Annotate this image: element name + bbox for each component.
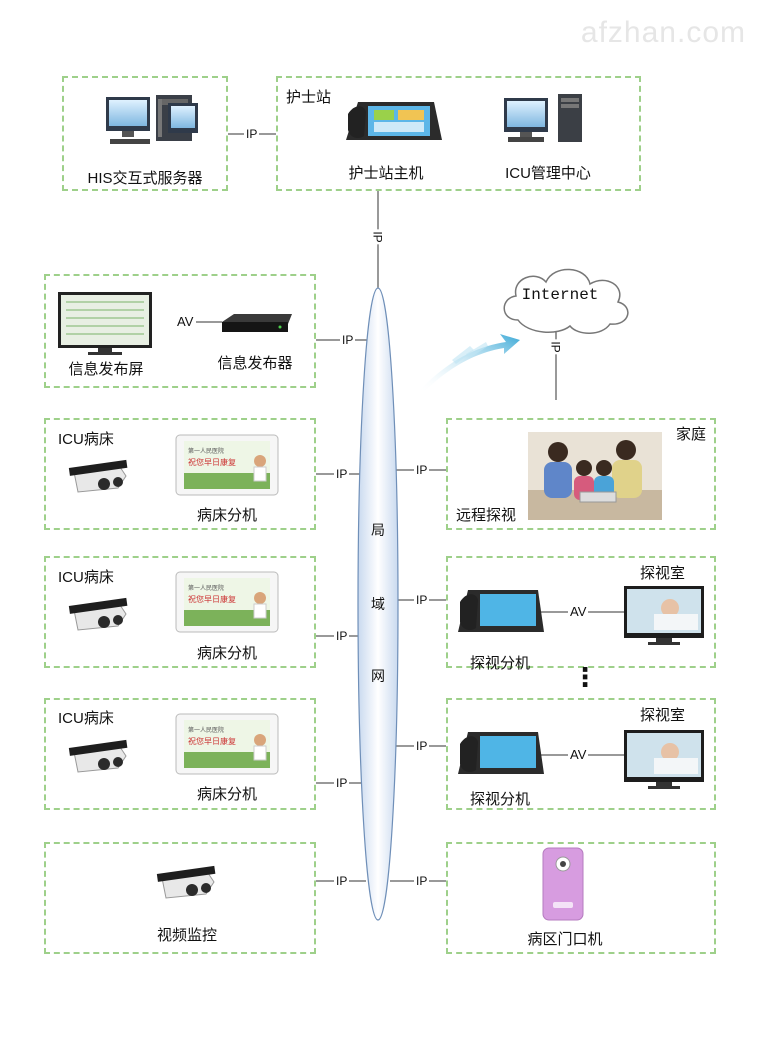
- ip-label: IP: [414, 739, 430, 753]
- bedside-terminal-icon: 第一人民医院 祝您早日康复: [175, 713, 279, 775]
- icu-bed-group-3: [44, 698, 316, 810]
- av-label: AV: [568, 747, 589, 762]
- video-monitor-label: 视频监控: [156, 927, 218, 944]
- his-server-label: HIS交互式服务器: [87, 170, 203, 187]
- bed-screen-wish: 祝您早日康复: [188, 457, 236, 467]
- touch-phone-icon: [346, 102, 442, 140]
- ip-label: IP: [334, 629, 350, 643]
- info-publisher-label: 信息发布器: [217, 355, 293, 372]
- bullet-camera-icon: [156, 865, 216, 899]
- icu-bed-2-label: ICU病床: [58, 569, 114, 586]
- icu-bed-group-1: [44, 418, 316, 530]
- lan-char-2: 域: [371, 596, 385, 612]
- internet-label: Internet: [521, 286, 599, 304]
- bed-screen-hospital: 第一人民医院: [188, 726, 224, 734]
- lan-char-1: 局: [371, 522, 385, 538]
- lan-char-3: 网: [371, 668, 385, 684]
- remote-visit-label: 远程探视: [456, 507, 517, 524]
- ip-label: IP: [244, 127, 260, 141]
- ward-door-group: [446, 842, 716, 954]
- ip-label: IP: [370, 229, 385, 245]
- his-server-group: [62, 76, 228, 191]
- visit-unit-2-label: 探视分机: [469, 791, 531, 808]
- icu-bed-group-2: [44, 556, 316, 668]
- monitor-icon: [624, 586, 704, 645]
- nurse-station-label: 护士站: [286, 89, 332, 106]
- door-phone-icon: [542, 847, 584, 921]
- more-ellipsis: ⋮: [572, 662, 598, 692]
- icu-bed-1-label: ICU病床: [58, 431, 114, 448]
- bedside-terminal-icon: 第一人民医院 祝您早日康复: [175, 571, 279, 633]
- bed-screen-hospital: 第一人民医院: [188, 584, 224, 592]
- visit-room-1-label: 探视室: [640, 565, 686, 582]
- ip-label: IP: [414, 593, 430, 607]
- video-monitor-group: [44, 842, 316, 954]
- ip-label: IP: [414, 874, 430, 888]
- av-label: AV: [568, 604, 589, 619]
- nurse-station-group: [276, 76, 641, 191]
- ward-door-label: 病区门口机: [527, 931, 603, 948]
- family-photo-icon: [528, 432, 662, 520]
- info-publish-group: [44, 274, 316, 388]
- icu-bed-3-label: ICU病床: [58, 710, 114, 727]
- ip-label: IP: [334, 874, 350, 888]
- bed-unit-1-label: 病床分机: [196, 507, 258, 524]
- nurse-host-label: 护士站主机: [348, 165, 424, 182]
- lan-backbone: [357, 287, 399, 921]
- arrow-icon: [418, 334, 520, 392]
- cloud-icon: [503, 268, 629, 334]
- arrow-stripes: [452, 342, 488, 364]
- info-screen-label: 信息发布屏: [68, 361, 144, 378]
- ip-label: IP: [340, 333, 356, 347]
- touch-phone-icon: [458, 732, 544, 774]
- ip-label: IP: [414, 463, 430, 477]
- bullet-camera-icon: [68, 597, 128, 631]
- bed-screen-wish: 祝您早日康复: [188, 594, 236, 604]
- desktop-pc-icon: [106, 95, 198, 144]
- visit-room-2-label: 探视室: [640, 707, 686, 724]
- visit-room-group-1: [446, 556, 716, 668]
- ip-label: IP: [334, 467, 350, 481]
- ip-label: IP: [548, 339, 563, 355]
- family-group: [446, 418, 716, 530]
- visit-unit-1-label: 探视分机: [469, 655, 531, 672]
- bullet-camera-icon: [68, 739, 128, 773]
- av-label: AV: [175, 314, 196, 329]
- bed-screen-wish: 祝您早日康复: [188, 736, 236, 746]
- bullet-camera-icon: [68, 459, 128, 493]
- visit-room-group-2: [446, 698, 716, 810]
- monitor-icon: [624, 730, 704, 789]
- set-top-box-icon: [222, 314, 292, 332]
- watermark: afzhan.com: [580, 16, 746, 49]
- ip-label: IP: [334, 776, 350, 790]
- icu-center-label: ICU管理中心: [505, 165, 591, 182]
- monitor-icon: [58, 292, 152, 355]
- family-label: 家庭: [676, 426, 707, 443]
- bed-unit-3-label: 病床分机: [196, 786, 258, 803]
- desktop-pc-icon: [504, 94, 582, 142]
- touch-phone-icon: [458, 590, 544, 632]
- bed-screen-hospital: 第一人民医院: [188, 447, 224, 455]
- bed-unit-2-label: 病床分机: [196, 645, 258, 662]
- bedside-terminal-icon: 第一人民医院 祝您早日康复: [175, 434, 279, 496]
